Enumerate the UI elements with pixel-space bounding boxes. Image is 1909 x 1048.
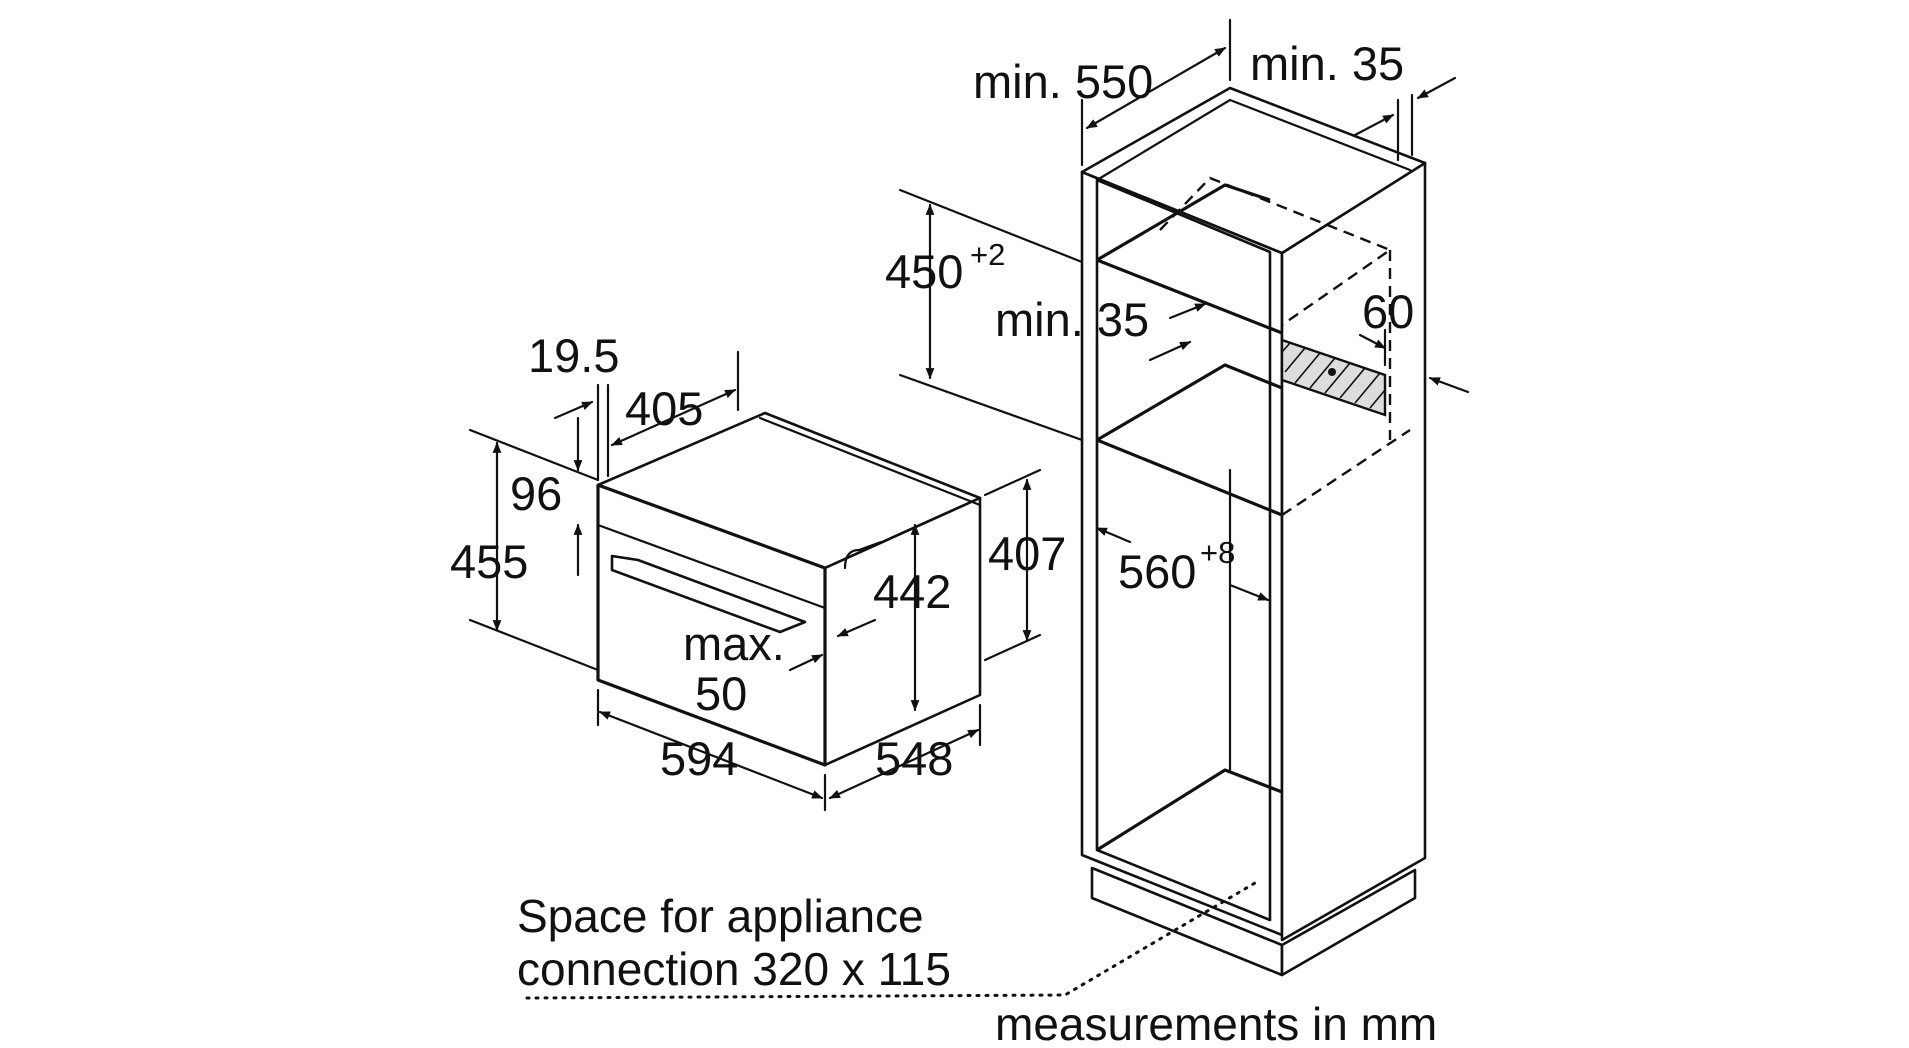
label-depth: 548 <box>875 732 953 785</box>
label-front-offset: 19.5 <box>528 329 619 382</box>
label-vent-depth: 60 <box>1362 285 1414 338</box>
dim-35top-right <box>1416 76 1457 100</box>
vent-hatching <box>1281 342 1386 409</box>
dim-max50-bottom <box>788 653 824 672</box>
dim-450-ext-bottom <box>898 373 1084 442</box>
dim-35shelf-bottom <box>1148 340 1192 362</box>
dim-407-ext-top <box>983 468 1042 497</box>
vent-centre-dot <box>1328 368 1336 376</box>
cabinet-upper-shelf-front <box>1096 258 1283 335</box>
dim-35shelf-top <box>1168 302 1207 320</box>
appliance-front-panel-edge <box>596 483 827 767</box>
niche-top-dashed <box>1159 176 1393 326</box>
dim-450-ext-top <box>898 188 1084 264</box>
appliance-handle <box>610 554 807 634</box>
niche-bottom-dashed <box>1281 429 1411 516</box>
dim-560-left <box>1095 526 1132 544</box>
cabinet-middle-shelf <box>1096 363 1283 442</box>
dim-35top-left <box>1353 113 1395 137</box>
dim-405-line <box>610 388 737 447</box>
cabinet-drawing <box>525 86 1427 1000</box>
appliance-side-bracket <box>843 540 883 570</box>
label-niche-width: 560 <box>1118 545 1196 598</box>
cabinet-bottom-shelf <box>1096 768 1283 852</box>
dim-side-arrow <box>1428 376 1470 394</box>
label-height: 455 <box>450 535 528 588</box>
label-min-shelf-gap: min. 35 <box>995 293 1149 346</box>
label-niche-height: 450 <box>885 245 963 298</box>
dimension-labels: 455 96 19.5 405 407 442 max. 50 594 548 … <box>450 37 1414 785</box>
label-max-value: 50 <box>695 667 747 720</box>
label-niche-width-tolerance: +8 <box>1200 535 1235 570</box>
label-min-depth: min. 550 <box>973 55 1153 108</box>
cabinet-plinth-side <box>1280 868 1417 977</box>
label-width: 594 <box>660 732 738 785</box>
label-niche-height-tolerance: +2 <box>970 237 1005 272</box>
dimension-lines <box>468 18 1470 812</box>
connection-note-line2: connection 320 x 115 <box>517 943 951 995</box>
dim-60-line <box>1358 333 1387 350</box>
label-body-height: 407 <box>988 527 1066 580</box>
dim-548-line <box>828 728 980 800</box>
cabinet-side-panel <box>1280 161 1427 942</box>
label-max: max. <box>683 617 785 670</box>
label-front-height: 442 <box>873 565 951 618</box>
dim-550-line <box>1085 46 1227 130</box>
dim-594-line <box>598 710 824 800</box>
label-top-depth: 405 <box>625 382 703 435</box>
notes: Space for appliance connection 320 x 115… <box>517 890 1437 1048</box>
dim-455-ext-bottom <box>468 618 600 672</box>
appliance-drawing <box>596 411 982 767</box>
dim-195-arrow <box>553 400 594 420</box>
connection-note-line1: Space for appliance <box>517 890 924 942</box>
cabinet-inner-back <box>1095 98 1412 182</box>
dim-560-right <box>1228 583 1270 602</box>
units-note: measurements in mm <box>995 998 1437 1048</box>
appliance-panel-divider <box>596 523 827 610</box>
label-min-back-gap: min. 35 <box>1250 37 1404 90</box>
appliance-rear-trim <box>758 416 982 507</box>
dim-455-ext-top <box>468 428 600 482</box>
dim-max50-top <box>836 618 877 638</box>
cabinet-upper-shelf <box>1096 183 1271 262</box>
connection-dotted-line <box>525 878 1262 1000</box>
dim-407-ext-bottom <box>983 633 1042 662</box>
cabinet-middle-shelf-front <box>1096 438 1283 517</box>
vent-hatched-area <box>1280 338 1387 417</box>
label-panel-height: 96 <box>510 467 562 520</box>
